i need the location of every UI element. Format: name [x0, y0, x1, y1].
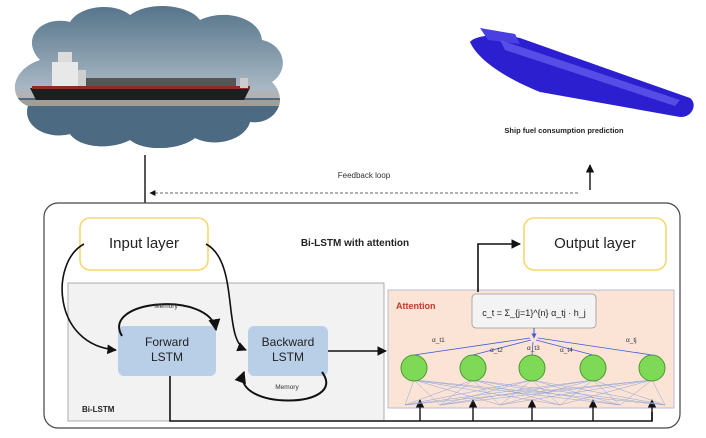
output-layer-box	[523, 217, 667, 271]
attention-node-1	[400, 354, 428, 382]
backward-lstm-line2: LSTM	[271, 350, 304, 364]
bilstm-panel	[67, 282, 385, 422]
attention-connections	[404, 379, 666, 406]
attention-node-4	[579, 354, 607, 382]
hull-render	[470, 28, 694, 118]
backward-lstm-box	[248, 326, 328, 376]
weight-label-3: α_t3	[527, 345, 540, 352]
output-layer-label: Output layer	[554, 235, 636, 252]
feedback-label: Feedback loop	[338, 171, 391, 180]
forward-lstm-line2: LSTM	[150, 350, 183, 364]
backward-lstm-line1: Backward	[261, 335, 315, 349]
attention-node-5	[638, 354, 666, 382]
memory-loop-bottom	[234, 370, 327, 402]
weight-label-2: α_t2	[490, 347, 503, 354]
weight-label-4: α_t4	[560, 347, 573, 354]
attention-node-3	[518, 354, 546, 382]
bilstm-label: Bi-LSTM	[82, 405, 115, 414]
attention-node-2	[459, 354, 487, 382]
ship-photo	[14, 5, 283, 149]
memory-top-label: Memory	[154, 303, 178, 310]
input-layer-label: Input layer	[108, 235, 180, 252]
memory-loop-top	[118, 303, 221, 337]
forward-lstm-label: Forward LSTM	[118, 335, 216, 365]
backward-lstm-label: Backward LSTM	[248, 335, 328, 365]
input-to-forward-arrow	[61, 243, 117, 355]
render-caption: Ship fuel consumption prediction	[504, 126, 624, 135]
weight-label-5: α_tj	[626, 337, 637, 344]
forward-lstm-line1: Forward	[144, 335, 189, 349]
main-title: Bi-LSTM with attention	[301, 238, 409, 249]
weight-label-1: α_t1	[432, 337, 445, 344]
attention-title: Attention	[396, 301, 436, 311]
input-layer-box	[79, 217, 209, 271]
weight-arrows	[413, 337, 653, 356]
memory-bottom-label: Memory	[275, 384, 299, 391]
forward-lstm-box	[118, 326, 216, 376]
input-to-backward-arrow	[205, 243, 247, 352]
attention-to-output-arrow	[477, 239, 521, 292]
attention-formula: c_t = Σ_{j=1}^{n} α_tj · h_j	[482, 308, 586, 318]
